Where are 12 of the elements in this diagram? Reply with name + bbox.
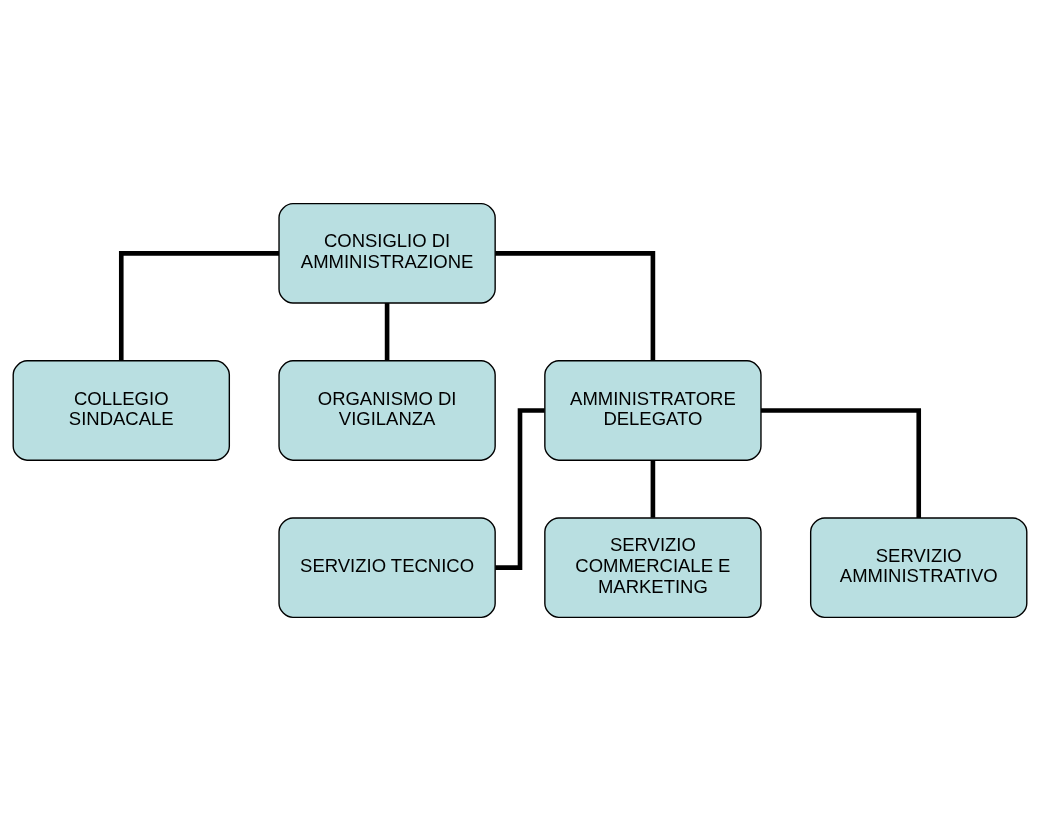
node-box: ORGANISMO DI VIGILANZA <box>278 360 496 461</box>
node-box: SERVIZIO COMMERCIALE E MARKETING <box>544 517 762 619</box>
node-box: SERVIZIO AMMINISTRATIVO <box>809 517 1028 619</box>
node-box: AMMINISTRATORE DELEGATO <box>544 360 762 461</box>
node-box: SERVIZIO TECNICO <box>278 517 496 619</box>
node-box: COLLEGIO SINDACALE <box>12 360 231 461</box>
connector <box>384 303 390 361</box>
connector <box>650 460 656 518</box>
connector <box>761 408 922 518</box>
connector <box>118 251 279 361</box>
connector <box>495 251 656 361</box>
node-box: CONSIGLIO DI AMMINISTRAZIONE <box>278 202 496 304</box>
